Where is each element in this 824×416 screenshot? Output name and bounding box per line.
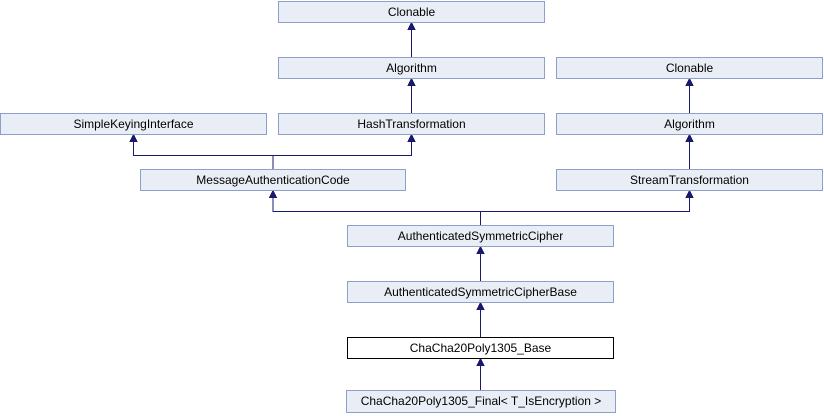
class-node-algorithm-center[interactable]: Algorithm — [278, 57, 545, 79]
arrowhead-icon — [476, 357, 485, 367]
class-node-algorithm-right[interactable]: Algorithm — [556, 113, 823, 135]
arrowhead-icon — [129, 133, 138, 143]
arrowhead-icon — [407, 77, 416, 87]
arrowhead-icon — [685, 77, 694, 87]
class-node-chacha20poly1305-final[interactable]: ChaCha20Poly1305_Final< T_IsEncryption > — [346, 390, 616, 413]
arrowhead-icon — [407, 133, 416, 143]
class-node-hashtransformation[interactable]: HashTransformation — [278, 113, 545, 135]
class-node-clonable-top[interactable]: Clonable — [278, 1, 545, 23]
arrowhead-icon — [476, 245, 485, 255]
arrowhead-icon — [685, 133, 694, 143]
arrowhead-icon — [476, 301, 485, 311]
class-node-messageauthenticationcode[interactable]: MessageAuthenticationCode — [140, 169, 406, 191]
class-node-clonable-right[interactable]: Clonable — [556, 57, 823, 79]
class-node-simplekeyinginterface[interactable]: SimpleKeyingInterface — [0, 113, 267, 135]
arrowhead-icon — [268, 189, 278, 199]
class-node-authenticatedsymmetriccipher[interactable]: AuthenticatedSymmetricCipher — [347, 225, 614, 247]
class-node-authenticatedsymmetriccipherbase[interactable]: AuthenticatedSymmetricCipherBase — [347, 281, 614, 303]
class-node-chacha20poly1305-base-current: ChaCha20Poly1305_Base — [347, 337, 614, 359]
class-node-streamtransformation[interactable]: StreamTransformation — [556, 169, 823, 191]
arrowhead-icon — [685, 189, 694, 199]
arrowhead-icon — [407, 21, 416, 31]
